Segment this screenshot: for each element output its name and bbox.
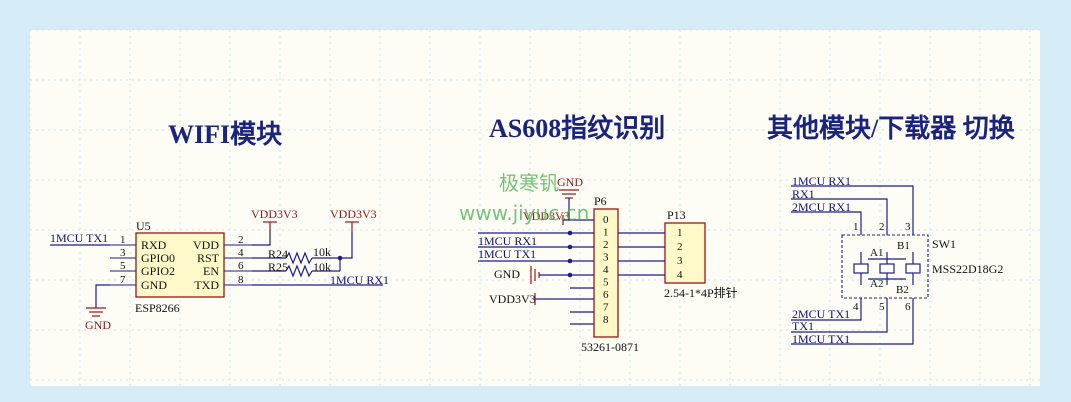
r25-ref: R25: [268, 260, 288, 274]
p13-ref: P13: [667, 208, 686, 222]
switch-section-title: 其他模块/下载器 切换: [767, 114, 1016, 143]
schematic-sheet: [30, 30, 1040, 386]
wifi-vdd3v3-label-1: VDD3V3: [251, 207, 298, 221]
u5-pin1-num: 1: [120, 234, 126, 246]
esp8266-part: ESP8266: [135, 301, 180, 315]
sw1-part: MSS22D18G2: [932, 262, 1003, 276]
sw1-pin1: 1: [853, 221, 859, 233]
wifi-net-mcu-rx1: 1MCU RX1: [330, 273, 389, 287]
finger-vdd3v3-top-label: VDD3V3: [523, 209, 570, 223]
p6-pin-7: 7: [603, 302, 609, 314]
r24-ref: R24: [268, 247, 288, 261]
sw1-b1: B1: [897, 240, 910, 252]
r25-value: 10k: [313, 260, 331, 274]
switch-sw1: SW1 MSS22D18G2 A1 B1 A2 B2 1MCU RX1 RX1 …: [791, 174, 1003, 346]
u5-pin-rst: RST: [197, 251, 220, 265]
sw1-net-2mcu-tx1: 2MCU TX1: [792, 307, 850, 321]
p13-part: 2.54-1*4P排针: [664, 285, 738, 300]
sw1-net-tx1: TX1: [792, 319, 814, 333]
sw1-a1: A1: [870, 247, 883, 259]
watermark-brand: 极寒钒: [499, 171, 559, 195]
p13-pin4: 4: [677, 269, 683, 281]
p13-body: [664, 222, 706, 284]
u5-pin-vdd: VDD: [193, 238, 219, 252]
u5-pin-txd: TXD: [194, 278, 219, 292]
p13-pin2: 2: [677, 241, 683, 253]
p6-pin-8: 8: [603, 314, 609, 326]
p6-part: 53261-0871: [581, 340, 639, 354]
sw1-net-rx1: RX1: [792, 187, 815, 201]
sw1-ref: SW1: [932, 237, 956, 251]
u5-pin-gpio0: GPIO0: [141, 251, 175, 265]
sw1-outline: [841, 234, 929, 299]
u5-ref: U5: [136, 219, 151, 233]
sw1-pin3: 3: [905, 221, 911, 233]
p6-body: [593, 208, 619, 338]
sw1-net-1mcu-rx1: 1MCU RX1: [792, 174, 851, 188]
finger-gnd-top-label: GND: [557, 175, 583, 189]
p13-pin3: 3: [677, 255, 683, 267]
sw1-pin5: 5: [879, 301, 885, 313]
r24-value: 10k: [313, 245, 331, 259]
finger-net-mcu-rx1: 1MCU RX1: [478, 234, 537, 248]
sw1-net-1mcu-tx1: 1MCU TX1: [792, 332, 850, 346]
finger-gnd-left-label: GND: [494, 267, 520, 281]
p6-pin-0: 0: [603, 214, 609, 226]
watermark-url: www.jiyuc.cn: [459, 201, 589, 225]
p6-pin-1: 1: [603, 227, 609, 239]
u5-pin4-num: 4: [238, 247, 244, 259]
wifi-gnd-symbol: [86, 307, 106, 317]
u5-pin6-num: 6: [238, 260, 244, 272]
u5-pin5-num: 5: [120, 260, 126, 272]
sw1-b2: B2: [896, 284, 909, 296]
sw1-pin6: 6: [905, 301, 911, 313]
p6-pin-3: 3: [603, 252, 609, 264]
u5-pin8-num: 8: [238, 274, 244, 286]
p6-pin-6: 6: [603, 289, 609, 301]
wifi-section-title: WIFI模块: [168, 120, 282, 149]
p6-pin-4: 4: [603, 264, 609, 276]
u5-pin-gpio2: GPIO2: [141, 264, 175, 278]
sw1-net-2mcu-rx1: 2MCU RX1: [792, 200, 851, 214]
fingerprint-section-title: AS608指纹识别: [489, 113, 665, 143]
esp8266-body: [135, 232, 225, 298]
u5-pin3-num: 3: [120, 247, 126, 259]
wifi-vdd3v3-label-2: VDD3V3: [330, 207, 377, 221]
sw1-pin2: 2: [879, 221, 885, 233]
finger-net-mcu-tx1: 1MCU TX1: [478, 247, 536, 261]
p6-pin-5: 5: [603, 277, 609, 289]
u5-pin-gnd: GND: [141, 278, 167, 292]
sw1-a2: A2: [870, 278, 883, 290]
u5-pin-en: EN: [203, 264, 219, 278]
finger-vdd3v3-left-label: VDD3V3: [489, 292, 536, 306]
p6-ref: P6: [594, 194, 607, 208]
wifi-gnd-label: GND: [85, 318, 111, 332]
wifi-module-u5: U5 ESP8266 1 3 5 7 RXD GPIO0 GPIO2 GND 2…: [50, 207, 389, 332]
u5-pin2-num: 2: [238, 234, 244, 246]
sw1-pin4: 4: [853, 301, 859, 313]
u5-pin7-num: 7: [120, 274, 126, 286]
u5-pin-rxd: RXD: [141, 238, 167, 252]
p6-pin-2: 2: [603, 239, 609, 251]
wifi-net-mcu-tx1: 1MCU TX1: [50, 231, 108, 245]
p13-pin1: 1: [677, 227, 683, 239]
